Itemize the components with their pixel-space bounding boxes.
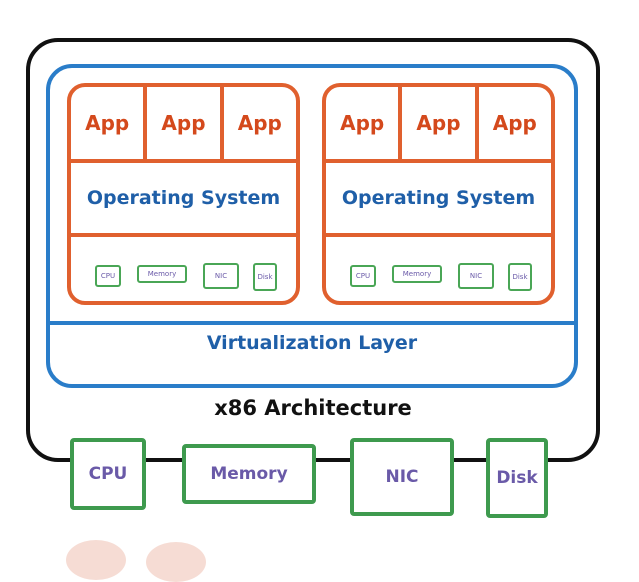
virtualization-divider — [48, 321, 576, 325]
vm2-virtual-hardware: CPU Memory NIC Disk — [326, 237, 551, 301]
vm2-apps-row: App App App — [326, 87, 551, 163]
vm1-vnic: NIC — [203, 263, 239, 289]
vm1-virtual-hardware: CPU Memory NIC Disk — [71, 237, 296, 301]
virtualization-layer-label: Virtualization Layer — [206, 332, 418, 354]
physical-memory: Memory — [182, 444, 316, 504]
vm1-vdisk: Disk — [253, 263, 277, 291]
physical-nic: NIC — [350, 438, 454, 516]
vm2-vnic: NIC — [458, 263, 494, 289]
vm1-apps-row: App App App — [71, 87, 296, 163]
vm2-operating-system: Operating System — [326, 163, 551, 237]
vm2-vcpu: CPU — [350, 265, 376, 287]
physical-cpu: CPU — [70, 438, 146, 510]
virtual-machine-2: App App App Operating System CPU Memory … — [322, 83, 555, 305]
vm2-app-3: App — [474, 87, 551, 159]
vm2-vdisk: Disk — [508, 263, 532, 291]
physical-disk: Disk — [486, 438, 548, 518]
decorative-shape-2 — [146, 542, 206, 582]
vm1-operating-system: Operating System — [71, 163, 296, 237]
architecture-label: x86 Architecture — [214, 396, 412, 420]
vm2-app-1: App — [340, 111, 385, 135]
vm1-app-2: App — [143, 87, 219, 159]
virtualization-container — [46, 64, 578, 388]
decorative-shape-1 — [66, 540, 126, 580]
vm1-app-1: App — [85, 111, 130, 135]
vm1-vcpu: CPU — [95, 265, 121, 287]
vm1-app-3: App — [219, 87, 296, 159]
vm2-app-2: App — [398, 87, 474, 159]
virtual-machine-1: App App App Operating System CPU Memory … — [67, 83, 300, 305]
vm1-vmemory: Memory — [137, 265, 187, 283]
vm2-vmemory: Memory — [392, 265, 442, 283]
